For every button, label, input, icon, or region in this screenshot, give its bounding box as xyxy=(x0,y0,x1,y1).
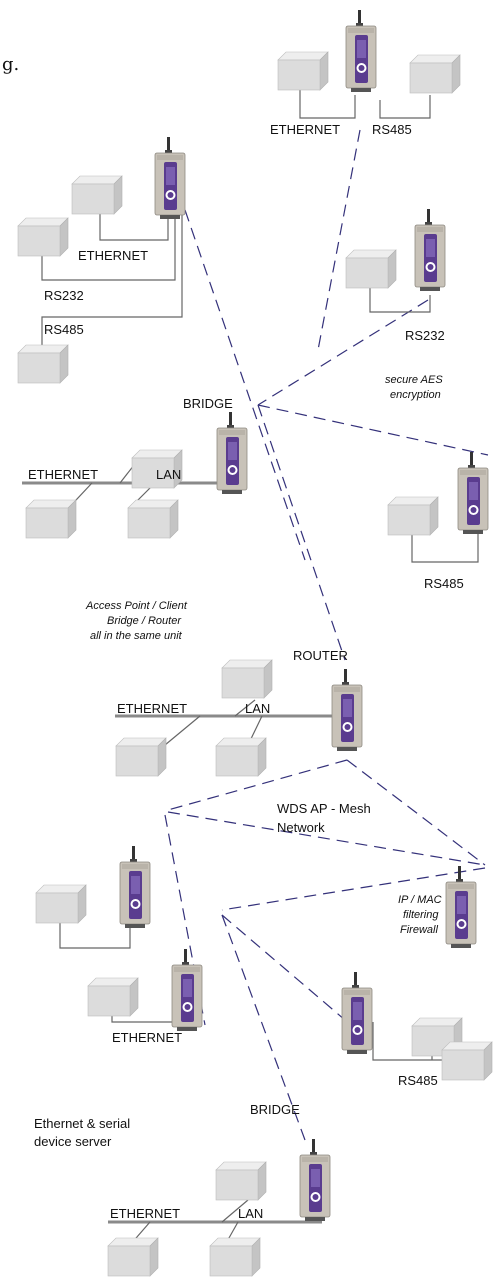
label-ethernet: ETHERNET xyxy=(28,467,98,482)
radio-unit xyxy=(299,1138,331,1222)
note-ipmac-line3: Firewall xyxy=(400,924,438,936)
radio-unit xyxy=(216,411,248,495)
device-box xyxy=(441,1041,493,1081)
note-wds-line1: WDS AP - Mesh xyxy=(277,801,371,816)
label-ethernet: ETHERNET xyxy=(270,122,340,137)
note-ipmac-line2: filtering xyxy=(403,909,439,921)
radio-unit xyxy=(154,136,186,220)
note-device-server-line2: device server xyxy=(34,1134,112,1149)
radio-unit xyxy=(445,865,477,949)
label-ethernet: ETHERNET xyxy=(112,1030,182,1045)
radio-unit xyxy=(341,971,373,1055)
label-ethernet: ETHERNET xyxy=(110,1206,180,1221)
device-box xyxy=(115,737,167,777)
device-box xyxy=(387,496,439,536)
radio-unit xyxy=(457,451,489,535)
radio-unit xyxy=(345,9,377,93)
radio-unit xyxy=(171,948,203,1032)
top-cut-text: g. xyxy=(2,54,19,75)
device-box xyxy=(71,175,123,215)
device-box xyxy=(409,54,461,94)
device-box xyxy=(25,499,77,539)
label-ethernet: ETHERNET xyxy=(117,701,187,716)
wired-connections xyxy=(22,88,479,1246)
note-ap-line2: Bridge / Router xyxy=(107,615,182,627)
label-rs485: RS485 xyxy=(398,1073,438,1088)
note-device-server-line1: Ethernet & serial xyxy=(34,1116,130,1131)
device-box xyxy=(221,659,273,699)
device-box xyxy=(35,884,87,924)
label-lan: LAN xyxy=(245,701,270,716)
label-rs485: RS485 xyxy=(372,122,412,137)
radio-unit xyxy=(119,845,151,929)
label-rs485: RS485 xyxy=(424,576,464,591)
device-box xyxy=(127,499,179,539)
label-router: ROUTER xyxy=(293,648,348,663)
device-box xyxy=(17,344,69,384)
label-ethernet: ETHERNET xyxy=(78,248,148,263)
label-bridge: BRIDGE xyxy=(183,396,233,411)
device-box xyxy=(345,249,397,289)
note-ap-line3: all in the same unit xyxy=(90,630,183,642)
note-aes-line2: encryption xyxy=(390,389,441,401)
device-box xyxy=(87,977,139,1017)
device-box xyxy=(17,217,69,257)
radio-unit xyxy=(331,668,363,752)
label-lan: LAN xyxy=(238,1206,263,1221)
note-ap-line1: Access Point / Client xyxy=(85,600,188,612)
label-rs232: RS232 xyxy=(44,288,84,303)
device-box xyxy=(215,737,267,777)
label-bridge: BRIDGE xyxy=(250,1102,300,1117)
label-rs485: RS485 xyxy=(44,322,84,337)
note-aes-line1: secure AES xyxy=(385,374,443,386)
device-box xyxy=(209,1237,261,1277)
note-wds-line2: Network xyxy=(277,820,325,835)
note-ipmac-line1: IP / MAC xyxy=(398,894,442,906)
device-box xyxy=(277,51,329,91)
label-rs232: RS232 xyxy=(405,328,445,343)
device-box xyxy=(215,1161,267,1201)
device-box xyxy=(107,1237,159,1277)
label-lan: LAN xyxy=(156,467,181,482)
radio-unit xyxy=(414,208,446,292)
